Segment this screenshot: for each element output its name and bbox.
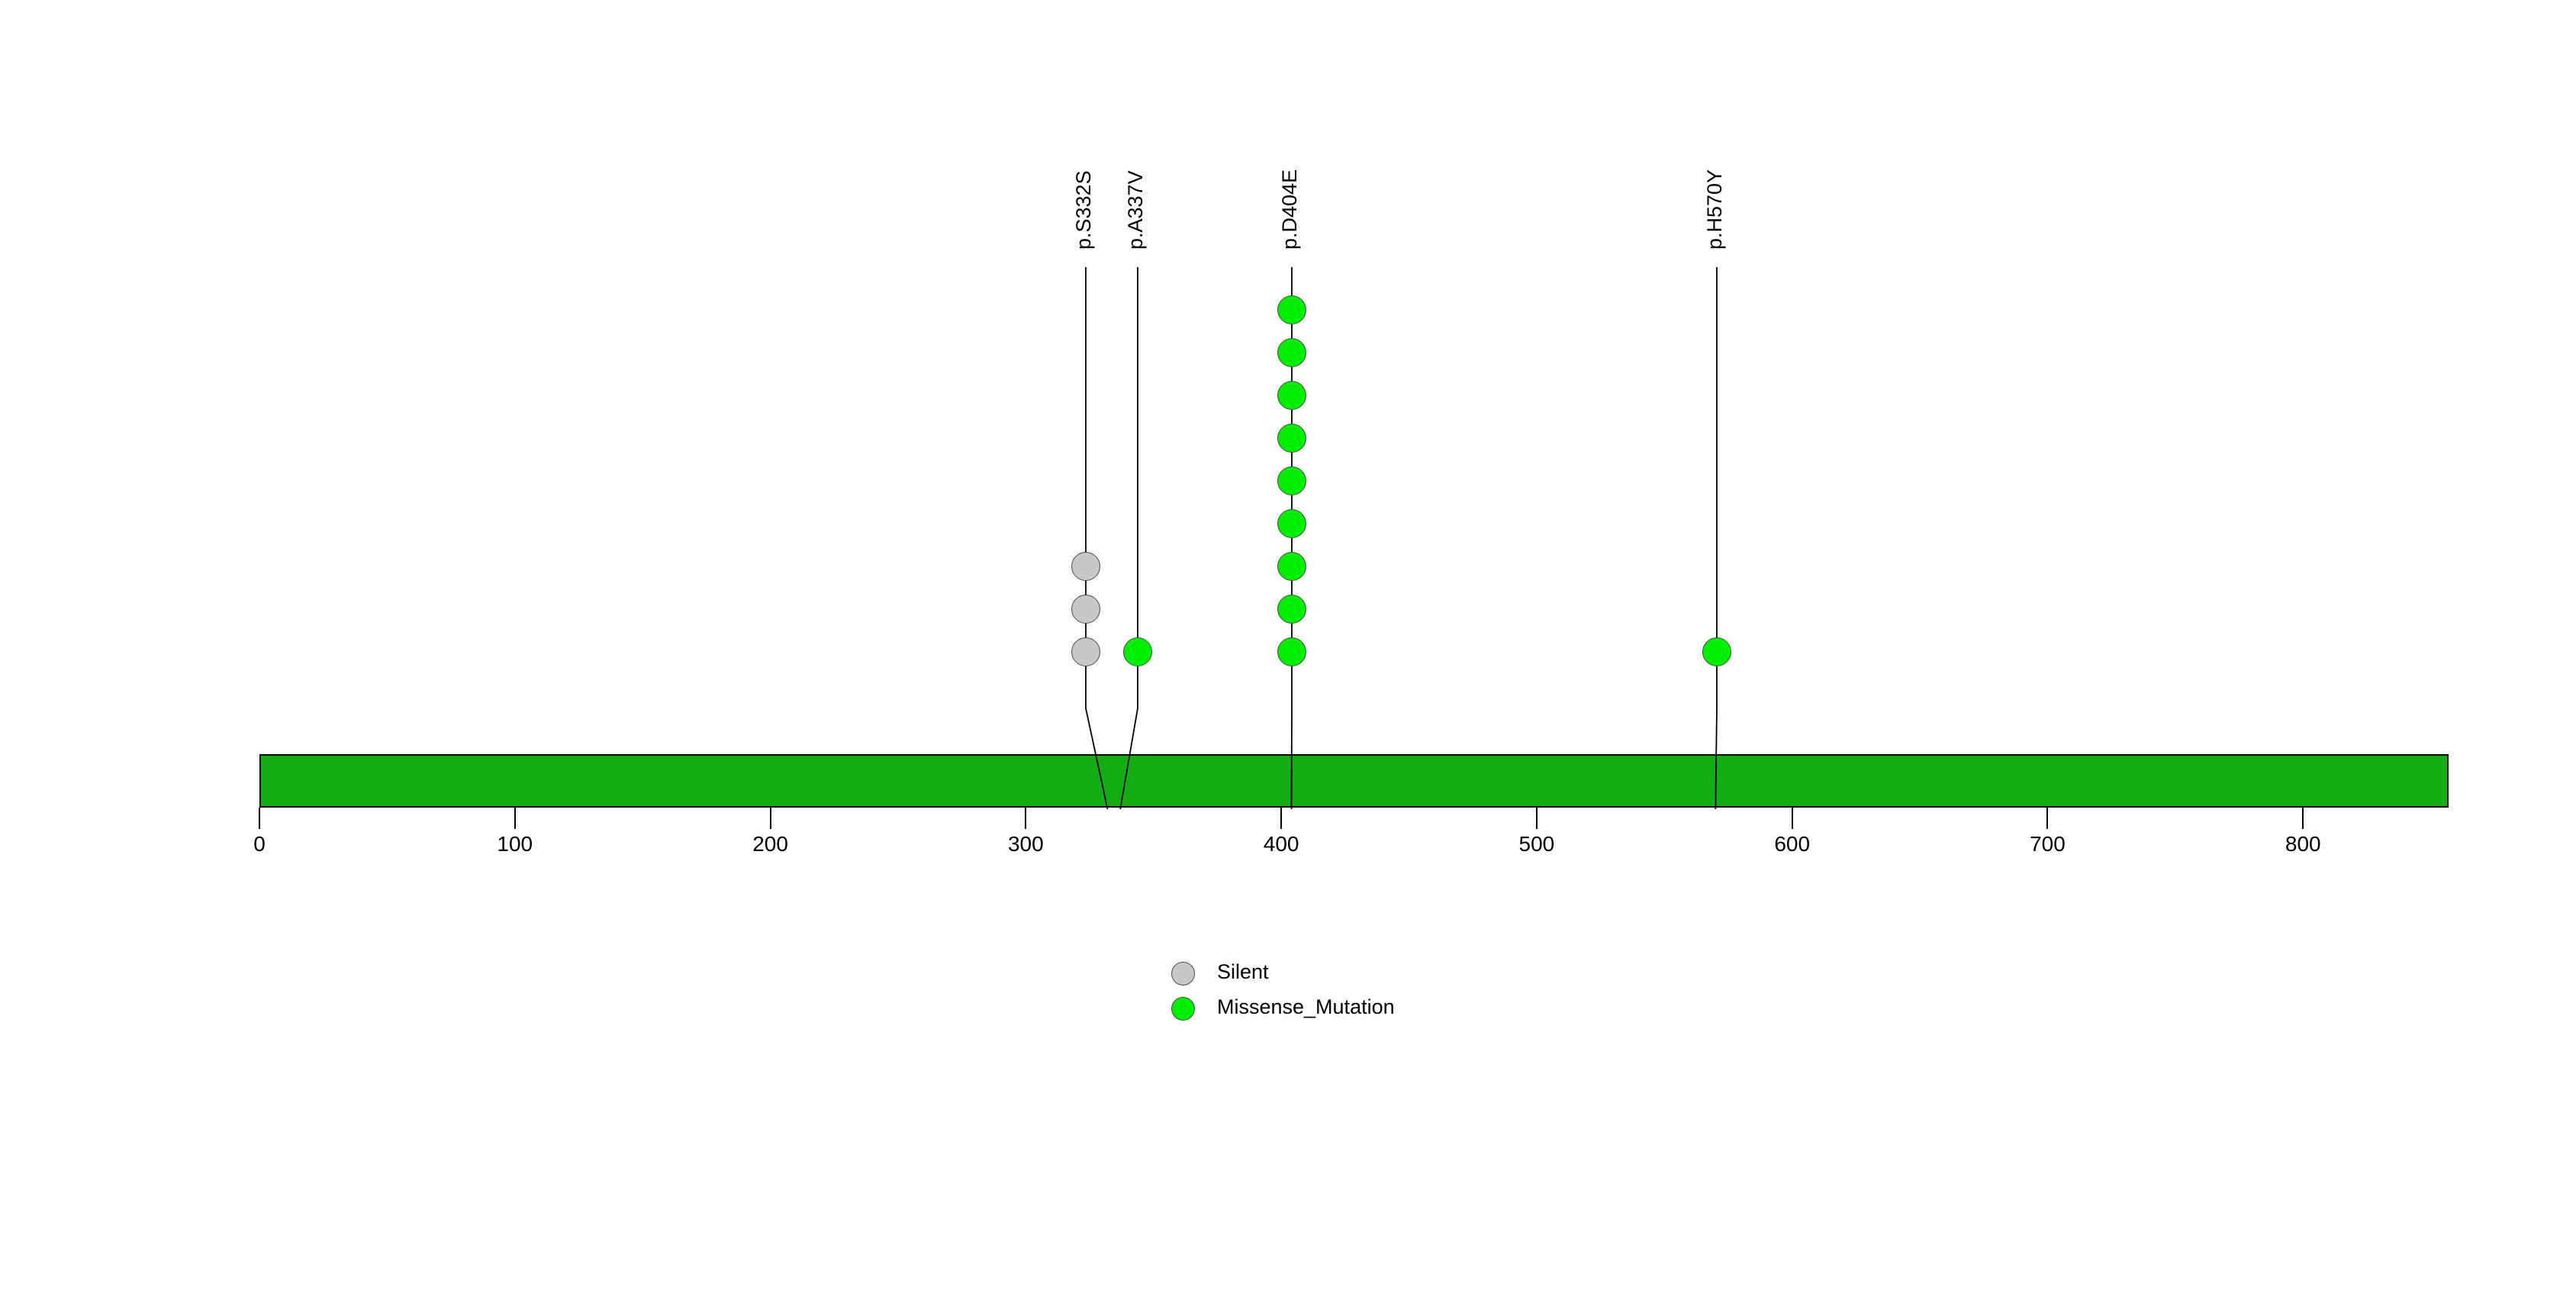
axis-tick-label: 200 [752, 832, 788, 856]
lollipop-head[interactable] [1071, 637, 1100, 666]
axis-tick-label: 700 [2030, 832, 2066, 856]
lollipop-head[interactable] [1277, 295, 1306, 324]
lollipop-head[interactable] [1277, 637, 1306, 666]
protein-backbone-bar [259, 754, 2449, 808]
axis-tick [259, 808, 260, 829]
mutation-label: p.S332S [1072, 170, 1095, 250]
axis-tick [2046, 808, 2049, 829]
legend-label: Missense_Mutation [1217, 995, 1395, 1018]
axis-tick-label: 100 [497, 832, 533, 856]
axis-tick-label: 800 [2285, 832, 2321, 856]
axis-tick [1280, 808, 1283, 829]
legend-label: Silent [1217, 960, 1269, 983]
lollipop-head[interactable] [1277, 509, 1306, 538]
lollipop-head[interactable] [1702, 637, 1731, 666]
axis-tick [769, 808, 771, 829]
mutation-label: p.H570Y [1703, 169, 1726, 250]
axis-tick [1791, 808, 1793, 829]
legend-swatch-circle-icon [1171, 962, 1195, 985]
axis-tick [2302, 808, 2304, 829]
mutation-label: p.A337V [1124, 170, 1147, 250]
axis-tick-label: 0 [253, 832, 266, 856]
lollipop-head[interactable] [1277, 595, 1306, 624]
axis-tick-label: 500 [1518, 832, 1555, 856]
axis-tick-label: 300 [1007, 832, 1044, 856]
axis-tick [514, 808, 516, 829]
mutation-label: p.D404E [1278, 169, 1301, 250]
axis-tick-label: 400 [1263, 832, 1299, 856]
legend-swatch-circle-icon [1171, 997, 1195, 1021]
lollipop-head[interactable] [1277, 424, 1306, 453]
lollipop-head[interactable] [1071, 595, 1100, 624]
lollipop-head[interactable] [1123, 637, 1152, 666]
lollipop-head[interactable] [1277, 338, 1306, 367]
lollipop-head[interactable] [1277, 466, 1306, 495]
lollipop-head[interactable] [1071, 552, 1100, 581]
lollipop-head[interactable] [1277, 381, 1306, 410]
axis-tick [1535, 808, 1538, 829]
lollipop-head[interactable] [1277, 552, 1306, 581]
axis-tick [1025, 808, 1027, 829]
axis-tick-label: 600 [1774, 832, 1811, 856]
